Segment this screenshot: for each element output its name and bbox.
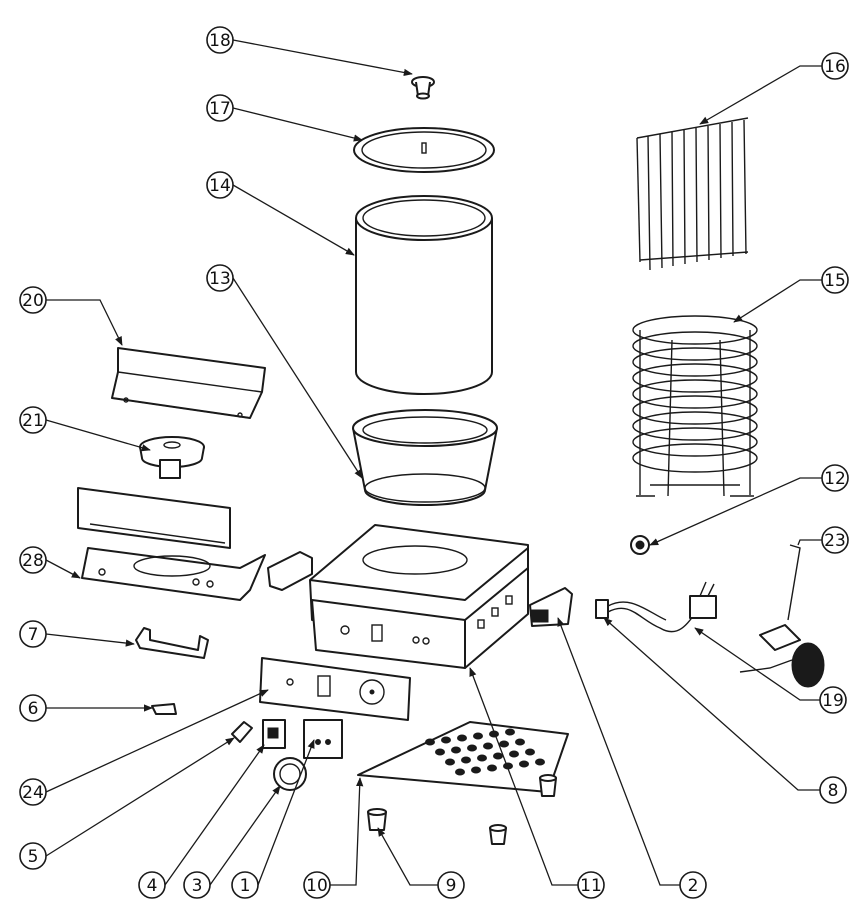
perforation-hole [445, 758, 455, 766]
perforation-hole [515, 738, 525, 746]
part-17-lid-ring [353, 127, 495, 173]
perforation-hole [467, 744, 477, 752]
callout-1: 1 [231, 871, 259, 899]
perforation-hole [477, 754, 487, 762]
svg-text:24: 24 [22, 783, 44, 803]
svg-text:10: 10 [306, 876, 328, 896]
svg-text:6: 6 [28, 699, 39, 719]
callout-2: 2 [679, 871, 707, 899]
svg-text:12: 12 [824, 469, 846, 489]
part-16-grid-rack [636, 117, 749, 271]
part-14-cylinder [355, 195, 493, 395]
perforation-hole [471, 766, 481, 774]
svg-text:19: 19 [822, 691, 844, 711]
perforation-hole [487, 764, 497, 772]
part-10-base-plate [357, 721, 569, 793]
callout-20: 20 [19, 286, 47, 314]
callout-3: 3 [183, 871, 211, 899]
callout-16: 16 [821, 52, 849, 80]
part-6-pin [151, 703, 177, 715]
part-20-bracket [111, 347, 266, 419]
callout-19: 19 [819, 686, 847, 714]
perforation-hole [451, 746, 461, 754]
svg-text:17: 17 [209, 99, 231, 119]
callout-10: 10 [303, 871, 331, 899]
part-18-lid-knob [411, 76, 435, 100]
callout-23: 23 [821, 526, 849, 554]
callout-14: 14 [206, 171, 234, 199]
part-2-clip [529, 587, 573, 627]
perforation-hole [499, 740, 509, 748]
perforation-hole [519, 760, 529, 768]
svg-text:5: 5 [28, 847, 39, 867]
perforation-hole [509, 750, 519, 758]
part-11-main-housing [309, 524, 529, 669]
svg-text:16: 16 [824, 57, 846, 77]
callout-28: 28 [19, 546, 47, 574]
svg-text:1: 1 [240, 876, 251, 896]
perforation-hole [505, 728, 515, 736]
callout-9: 9 [437, 871, 465, 899]
clip-left [267, 551, 313, 591]
callout-7: 7 [19, 620, 47, 648]
svg-text:20: 20 [22, 291, 44, 311]
svg-text:15: 15 [824, 271, 846, 291]
callout-11: 11 [577, 871, 605, 899]
callout-15: 15 [821, 266, 849, 294]
svg-text:2: 2 [688, 876, 699, 896]
part-12-socket [630, 535, 650, 555]
part-1-control-module [303, 719, 343, 759]
part-13-basin [352, 409, 498, 506]
perforation-hole [493, 752, 503, 760]
front-panel [259, 657, 411, 721]
svg-text:3: 3 [192, 876, 203, 896]
svg-text:4: 4 [147, 876, 158, 896]
part-23-thermostat [739, 544, 825, 688]
part-15-coil-basket [632, 315, 758, 497]
svg-text:11: 11 [580, 876, 602, 896]
callout-8: 8 [819, 776, 847, 804]
callout-12: 12 [821, 464, 849, 492]
part-4-switch [262, 719, 286, 749]
callout-21: 21 [19, 406, 47, 434]
callout-17: 17 [206, 94, 234, 122]
svg-text:9: 9 [446, 876, 457, 896]
svg-text:18: 18 [209, 31, 231, 51]
part-28-cover-plate [77, 487, 266, 601]
callout-6: 6 [19, 694, 47, 722]
callout-18: 18 [206, 26, 234, 54]
callout-4: 4 [138, 871, 166, 899]
callout-13: 13 [206, 264, 234, 292]
part-8-19-power-cord [595, 581, 717, 633]
svg-text:14: 14 [209, 176, 231, 196]
callout-24: 24 [19, 778, 47, 806]
perforation-hole [455, 768, 465, 776]
svg-text:13: 13 [209, 269, 231, 289]
svg-text:21: 21 [22, 411, 44, 431]
perforation-hole [457, 734, 467, 742]
svg-text:7: 7 [28, 625, 39, 645]
svg-text:23: 23 [824, 531, 846, 551]
svg-text:8: 8 [828, 781, 839, 801]
perforation-hole [425, 738, 435, 746]
perforation-hole [483, 742, 493, 750]
perforation-hole [435, 748, 445, 756]
perforation-hole [473, 732, 483, 740]
svg-text:28: 28 [22, 551, 44, 571]
part-9-feet [367, 774, 557, 845]
perforation-hole [535, 758, 545, 766]
part-24-probe [231, 721, 253, 743]
perforation-hole [461, 756, 471, 764]
callout-5: 5 [19, 842, 47, 870]
perforation-hole [525, 748, 535, 756]
perforation-hole [441, 736, 451, 744]
part-7-handle [135, 627, 209, 659]
